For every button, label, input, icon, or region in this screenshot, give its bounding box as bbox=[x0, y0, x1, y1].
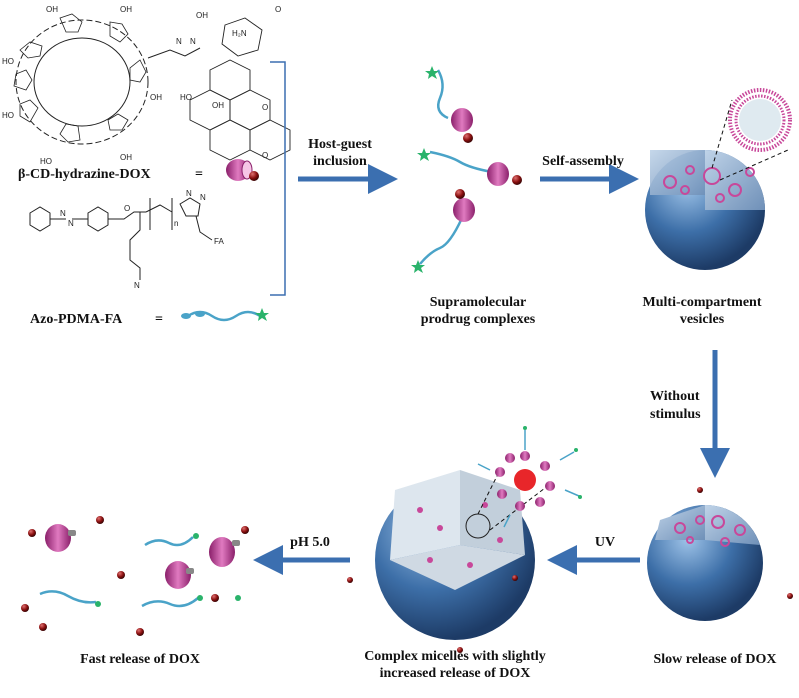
svg-text:FA: FA bbox=[214, 237, 224, 246]
svg-text:N: N bbox=[200, 193, 206, 202]
chem-oh-1: OH bbox=[46, 5, 58, 14]
slow-release-vesicle bbox=[647, 487, 793, 621]
label-multi-1: Multi-compartment bbox=[643, 295, 762, 310]
label-slow: Slow release of DOX bbox=[654, 652, 777, 667]
svg-text:HO: HO bbox=[2, 57, 14, 66]
label-ph: pH 5.0 bbox=[290, 535, 330, 550]
label-self-assembly: Self-assembly bbox=[542, 154, 624, 169]
svg-text:N: N bbox=[68, 219, 74, 228]
label-without-1: Without bbox=[650, 389, 700, 404]
svg-text:N: N bbox=[176, 37, 182, 46]
svg-text:n: n bbox=[174, 219, 178, 228]
multi-compartment-vesicle bbox=[645, 88, 792, 270]
label-without-2: stimulus bbox=[650, 407, 701, 422]
svg-text:OH: OH bbox=[120, 5, 132, 14]
azo-pdma-icon bbox=[181, 308, 269, 322]
label-complex-1: Complex micelles with slightly bbox=[364, 649, 546, 664]
label-supra-2: prodrug complexes bbox=[421, 312, 536, 327]
complex-bottom bbox=[411, 189, 475, 273]
label-uv: UV bbox=[595, 535, 615, 550]
svg-text:O: O bbox=[124, 204, 130, 213]
svg-text:N: N bbox=[186, 189, 192, 198]
equals-2: = bbox=[155, 312, 163, 327]
equals-1: = bbox=[195, 167, 203, 182]
fast-release-components bbox=[21, 516, 249, 636]
complex-micelle-sphere bbox=[347, 469, 546, 653]
svg-text:OH: OH bbox=[212, 101, 224, 110]
label-supra-1: Supramolecular bbox=[430, 295, 526, 310]
label-complex-2: increased release of DOX bbox=[380, 666, 531, 681]
grouping-bracket bbox=[270, 61, 286, 296]
svg-text:HO: HO bbox=[180, 93, 192, 102]
svg-text:HO: HO bbox=[40, 157, 52, 166]
svg-text:HO: HO bbox=[2, 111, 14, 120]
svg-text:N: N bbox=[190, 37, 196, 46]
svg-text:OH: OH bbox=[150, 93, 162, 102]
svg-text:O: O bbox=[262, 151, 268, 160]
label-multi-2: vesicles bbox=[680, 312, 725, 327]
supramolecular-complexes bbox=[411, 66, 522, 273]
azo-pdma-structure bbox=[29, 197, 213, 280]
complex-top bbox=[425, 66, 473, 143]
vesicle-membrane-inset bbox=[711, 88, 792, 181]
svg-text:H₂N: H₂N bbox=[232, 29, 247, 38]
label-host-guest-1: Host-guest bbox=[308, 137, 372, 152]
beta-cd-structure bbox=[13, 13, 291, 161]
micelle-inset bbox=[477, 426, 582, 528]
svg-text:N: N bbox=[134, 281, 140, 290]
complex-middle bbox=[417, 148, 522, 186]
svg-text:O: O bbox=[262, 103, 268, 112]
cd-dox-icon bbox=[226, 159, 259, 181]
svg-text:O: O bbox=[275, 5, 281, 14]
svg-text:OH: OH bbox=[196, 11, 208, 20]
label-cd-dox: β-CD-hydrazine-DOX bbox=[18, 167, 151, 182]
label-host-guest-2: inclusion bbox=[313, 154, 367, 169]
svg-text:OH: OH bbox=[120, 153, 132, 162]
svg-text:N: N bbox=[60, 209, 66, 218]
label-azo: Azo-PDMA-FA bbox=[30, 312, 123, 327]
label-fast: Fast release of DOX bbox=[80, 652, 200, 667]
